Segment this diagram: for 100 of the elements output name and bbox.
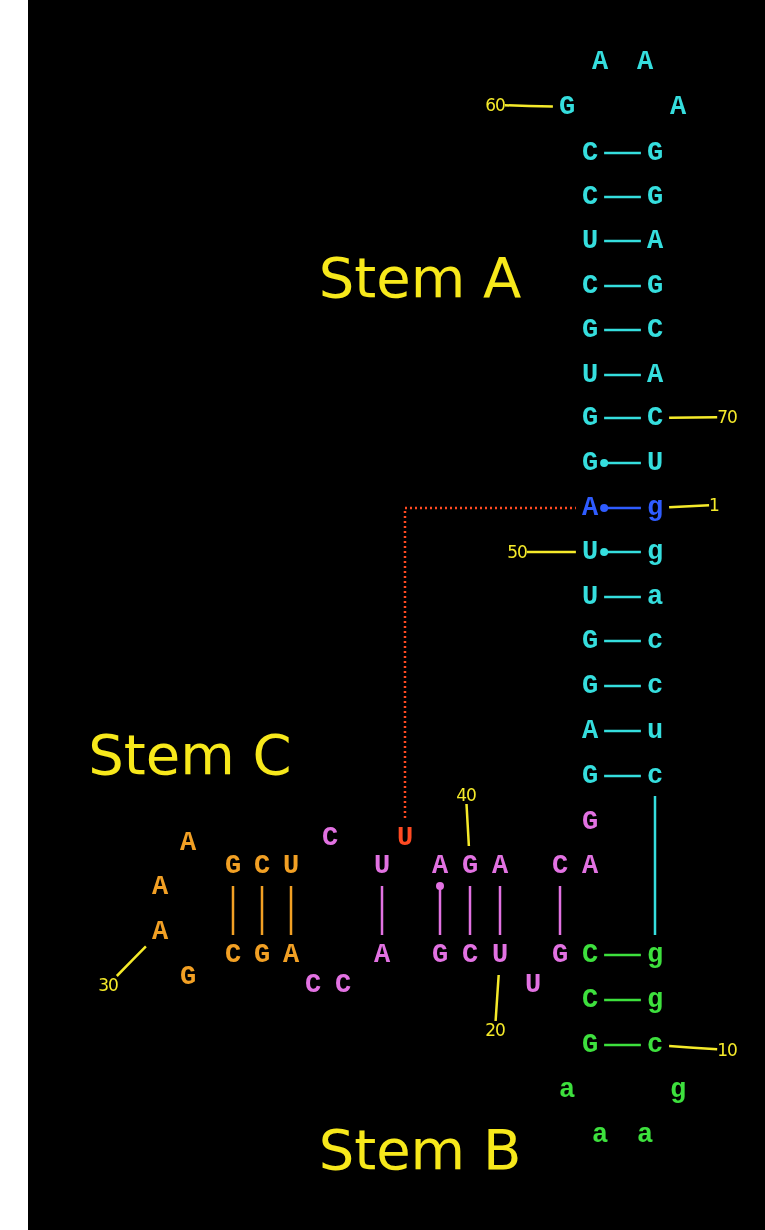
nucleotide-letter: A (367, 935, 397, 975)
nucleotide-letter: U (575, 532, 605, 572)
nucleotide-letter: G (425, 935, 455, 975)
base-pair-line (604, 195, 641, 199)
base-pair-line (468, 886, 472, 935)
nucleotide-letter: C (455, 935, 485, 975)
leader-line (669, 1044, 718, 1051)
nucleotide-letter: G (218, 846, 248, 886)
dotted-connector (403, 506, 576, 818)
leader-line (465, 803, 471, 847)
position-number: 20 (485, 1021, 505, 1039)
stem-label: Stem C (88, 725, 292, 785)
nucleotide-letter: c (640, 621, 670, 661)
nucleotide-letter: U (575, 577, 605, 617)
nucleotide-letter: G (575, 310, 605, 350)
nucleotide-letter: G (575, 621, 605, 661)
base-pair-line (600, 459, 641, 467)
base-pair-line (604, 328, 641, 332)
nucleotide-letter: C (545, 846, 575, 886)
nucleotide-letter: A (145, 867, 175, 907)
leader-line (504, 104, 553, 108)
nucleotide-letter: U (640, 443, 670, 483)
base-pair-line (436, 882, 444, 935)
nucleotide-letter: G (575, 756, 605, 796)
nucleotide-letter: G (575, 398, 605, 438)
base-pair-line (653, 796, 657, 935)
leader-line (494, 974, 500, 1022)
nucleotide-letter: a (585, 1115, 615, 1155)
nucleotide-letter: G (640, 133, 670, 173)
position-number: 10 (717, 1041, 737, 1059)
nucleotide-letter: G (575, 443, 605, 483)
stem-label: Stem B (318, 1120, 522, 1180)
nucleotide-letter: U (575, 355, 605, 395)
nucleotide-letter: G (173, 957, 203, 997)
nucleotide-letter: G (455, 846, 485, 886)
base-pair-line (604, 639, 641, 643)
nucleotide-letter: G (640, 266, 670, 306)
nucleotide-letter: a (630, 1115, 660, 1155)
nucleotide-letter: A (630, 42, 660, 82)
leader-line (526, 550, 576, 554)
nucleotide-letter: C (575, 133, 605, 173)
base-pair-line (289, 886, 293, 935)
nucleotide-letter: A (575, 846, 605, 886)
nucleotide-letter: G (640, 177, 670, 217)
nucleotide-letter: A (425, 846, 455, 886)
base-pair-line (380, 886, 384, 935)
nucleotide-letter: C (575, 266, 605, 306)
base-pair-line (604, 953, 641, 957)
nucleotide-letter: G (575, 666, 605, 706)
base-pair-line (604, 151, 641, 155)
nucleotide-letter: g (640, 935, 670, 975)
nucleotide-letter: a (640, 577, 670, 617)
nucleotide-letter: u (640, 711, 670, 751)
nucleotide-letter: G (552, 87, 582, 127)
base-pair-line (558, 886, 562, 935)
nucleotide-letter: g (640, 488, 670, 528)
base-pair-line (604, 239, 641, 243)
nucleotide-letter: A (585, 42, 615, 82)
nucleotide-letter: A (485, 846, 515, 886)
nucleotide-letter: C (575, 177, 605, 217)
nucleotide-letter: G (545, 935, 575, 975)
base-pair-line (231, 886, 235, 935)
nucleotide-letter: C (640, 398, 670, 438)
leader-line (669, 415, 718, 420)
base-pair-line (604, 595, 641, 599)
base-pair-line (604, 684, 641, 688)
base-pair-line (604, 998, 641, 1002)
nucleotide-letter: c (640, 666, 670, 706)
base-pair-line (604, 373, 641, 377)
base-pair-line (260, 886, 264, 935)
nucleotide-letter: a (552, 1070, 582, 1110)
nucleotide-letter: C (575, 935, 605, 975)
nucleotide-letter: U (485, 935, 515, 975)
leader-line (669, 504, 710, 509)
nucleotide-letter: A (640, 355, 670, 395)
nucleotide-letter: C (328, 965, 358, 1005)
position-number: 70 (717, 408, 737, 426)
nucleotide-letter: C (218, 935, 248, 975)
base-pair-line (600, 548, 641, 556)
nucleotide-letter: C (247, 846, 277, 886)
base-pair-line (604, 1043, 641, 1047)
nucleotide-letter: U (518, 965, 548, 1005)
nucleotide-letter: G (247, 935, 277, 975)
base-pair-line (604, 416, 641, 420)
nucleotide-letter: A (575, 711, 605, 751)
nucleotide-letter: G (575, 1025, 605, 1065)
position-number: 50 (507, 543, 527, 561)
nucleotide-letter: g (640, 980, 670, 1020)
nucleotide-letter: C (315, 818, 345, 858)
nucleotide-letter: c (640, 756, 670, 796)
nucleotide-letter: A (575, 488, 605, 528)
nucleotide-letter: C (640, 310, 670, 350)
position-number: 40 (456, 786, 476, 804)
base-pair-line (498, 886, 502, 935)
nucleotide-letter: A (173, 823, 203, 863)
nucleotide-letter: U (276, 846, 306, 886)
nucleotide-letter: A (145, 912, 175, 952)
nucleotide-letter: C (575, 980, 605, 1020)
position-number: 30 (98, 976, 118, 994)
base-pair-line (604, 284, 641, 288)
